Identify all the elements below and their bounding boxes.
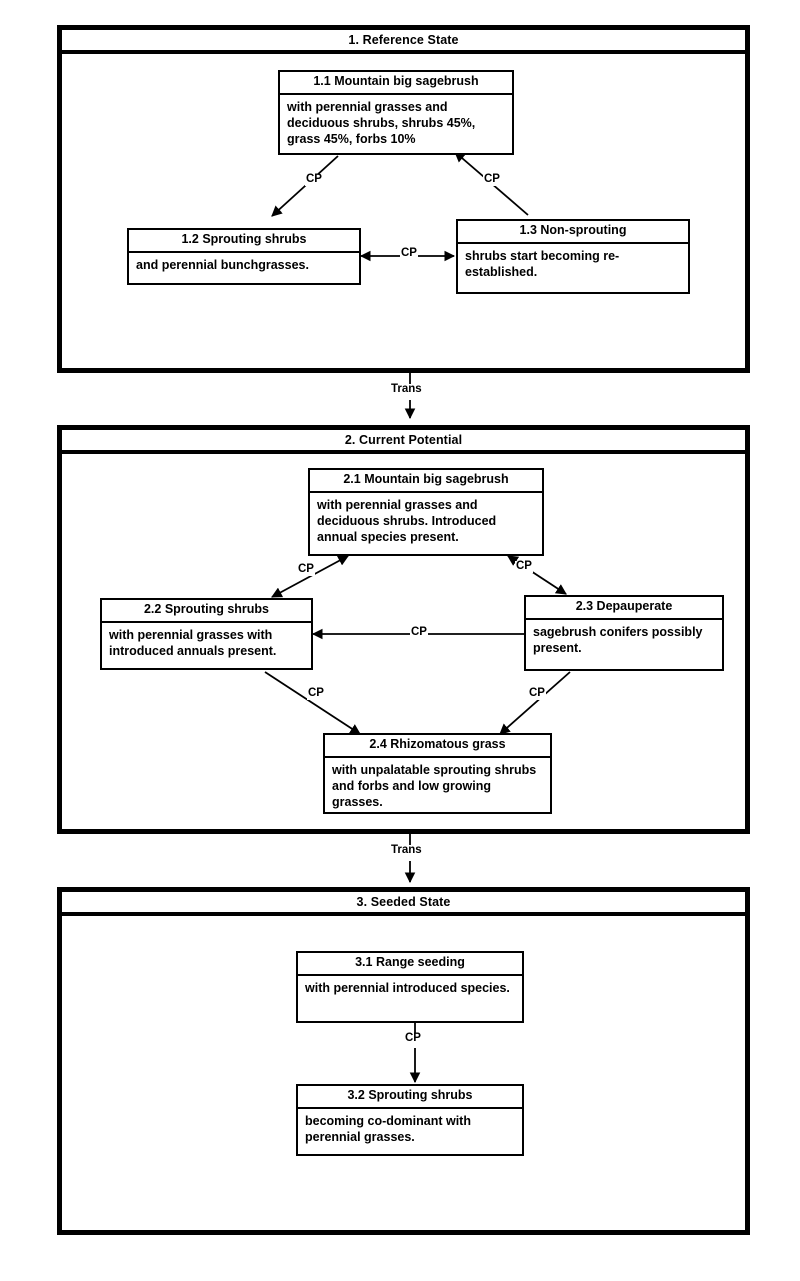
state-header-seeded: 3. Seeded State [62, 892, 745, 916]
phase-box-1-3[interactable]: 1.3 Non-sprouting shrubs start becoming … [456, 219, 690, 294]
phase-desc-1-1: with perennial grasses and deciduous shr… [287, 99, 476, 146]
state-header-reference: 1. Reference State [62, 30, 745, 54]
phase-desc-1-2: and perennial bunchgrasses. [136, 257, 309, 272]
state-header-current-potential: 2. Current Potential [62, 430, 745, 454]
phase-title-1-2: 1.2 Sprouting shrubs [129, 230, 359, 253]
connector-label-cp-1-1-to-1-3: CP [483, 173, 501, 186]
connector-label-cp-2-1-to-2-2: CP [297, 563, 315, 576]
phase-title-3-1: 3.1 Range seeding [298, 953, 522, 976]
transition-label-1-to-2: Trans [389, 383, 424, 396]
state-header-label: 1. Reference State [348, 32, 459, 47]
phase-desc-2-3: sagebrush conifers possibly present. [533, 624, 703, 655]
connector-label-cp-2-3-to-2-2: CP [410, 626, 428, 639]
connector-label-cp-2-2-to-2-4: CP [307, 687, 325, 700]
phase-title-1-1: 1.1 Mountain big sagebrush [280, 72, 512, 95]
phase-desc-2-1: with perennial grasses and deciduous shr… [317, 497, 497, 544]
phase-desc-3-2: becoming co-dominant with perennial gras… [305, 1113, 471, 1144]
state-header-label: 2. Current Potential [344, 432, 463, 447]
phase-desc-2-2: with perennial grasses with introduced a… [109, 627, 277, 658]
phase-box-3-1[interactable]: 3.1 Range seeding with perennial introdu… [296, 951, 524, 1023]
phase-desc-3-1: with perennial introduced species. [305, 980, 510, 995]
connector-label-cp-1-2-to-1-3: CP [400, 247, 418, 260]
phase-box-2-2[interactable]: 2.2 Sprouting shrubs with perennial gras… [100, 598, 313, 670]
phase-title-1-3: 1.3 Non-sprouting [458, 221, 688, 244]
phase-title-2-3: 2.3 Depauperate [526, 597, 722, 620]
phase-box-2-3[interactable]: 2.3 Depauperate sagebrush conifers possi… [524, 595, 724, 671]
phase-title-2-1: 2.1 Mountain big sagebrush [310, 470, 542, 493]
phase-desc-2-4: with unpalatable sprouting shrubs and fo… [332, 762, 537, 809]
phase-title-2-4: 2.4 Rhizomatous grass [325, 735, 550, 758]
transition-label-2-to-3: Trans [389, 844, 424, 857]
phase-box-1-2[interactable]: 1.2 Sprouting shrubs and perennial bunch… [127, 228, 361, 285]
phase-box-2-1[interactable]: 2.1 Mountain big sagebrush with perennia… [308, 468, 544, 556]
connector-label-cp-3-1-to-3-2: CP [404, 1032, 422, 1045]
phase-box-2-4[interactable]: 2.4 Rhizomatous grass with unpalatable s… [323, 733, 552, 814]
connector-label-cp-2-3-to-2-4: CP [528, 687, 546, 700]
phase-title-2-2: 2.2 Sprouting shrubs [102, 600, 311, 623]
connector-label-cp-2-1-to-2-3: CP [515, 560, 533, 573]
state-header-label: 3. Seeded State [356, 894, 451, 909]
phase-title-3-2: 3.2 Sprouting shrubs [298, 1086, 522, 1109]
phase-box-1-1[interactable]: 1.1 Mountain big sagebrush with perennia… [278, 70, 514, 155]
phase-box-3-2[interactable]: 3.2 Sprouting shrubs becoming co-dominan… [296, 1084, 524, 1156]
phase-desc-1-3: shrubs start becoming re-established. [465, 248, 620, 279]
state-panel-seeded: 3. Seeded State [57, 887, 750, 1235]
connector-label-cp-1-1-to-1-2: CP [305, 173, 323, 186]
